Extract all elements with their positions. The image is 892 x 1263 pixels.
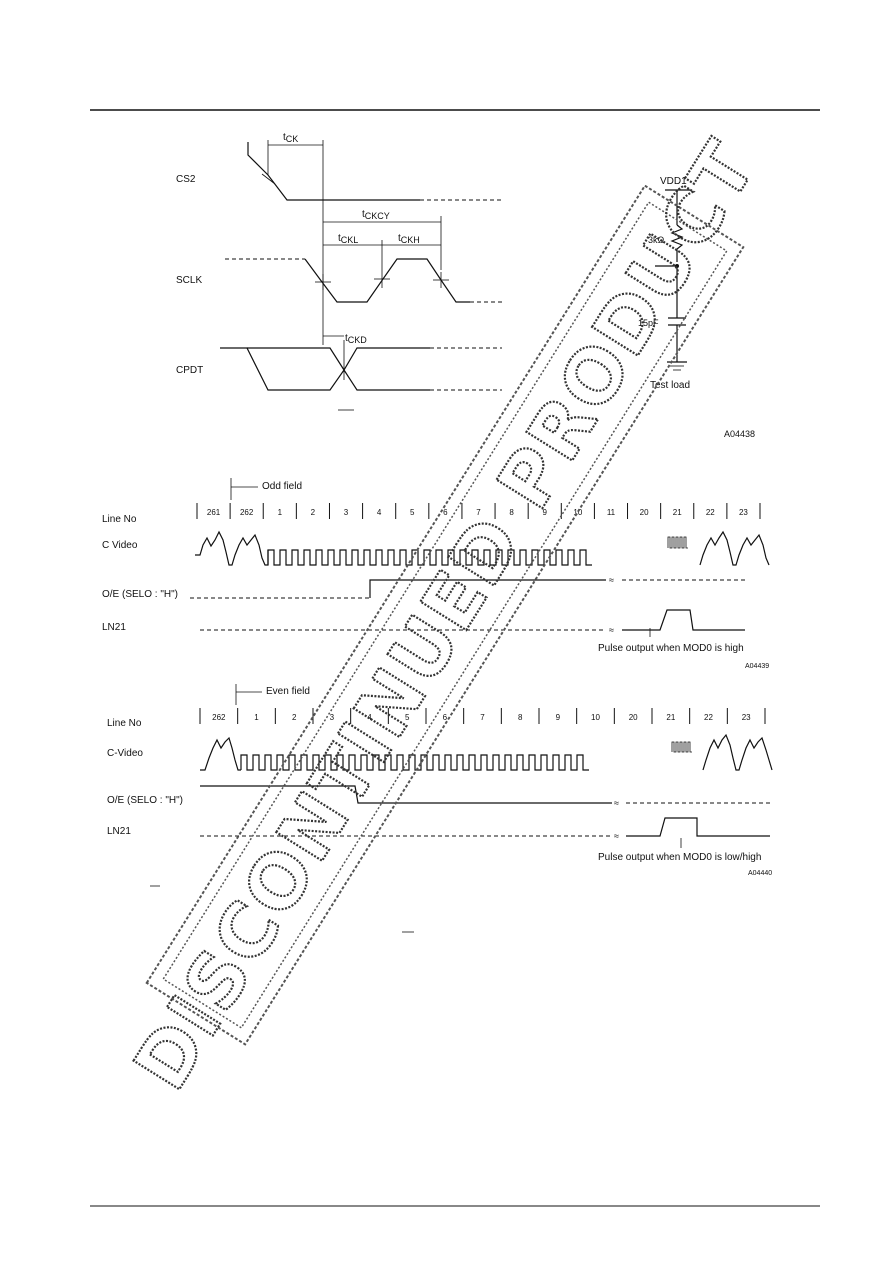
odd-line-number: 10 [573, 508, 582, 517]
even-line-number: 5 [405, 713, 410, 722]
odd-figure-id: A04439 [745, 663, 769, 670]
odd-line-number: 7 [476, 508, 481, 517]
resistor-label: 3kΩ [648, 235, 665, 245]
odd-line-number: 261 [207, 508, 221, 517]
vdd1-label: VDD1 [660, 176, 687, 187]
odd-line-number: 2 [311, 508, 316, 517]
even-line-number: 10 [591, 713, 600, 722]
odd-field-label: Odd field [262, 481, 302, 492]
t-ckh-label: tCKH [398, 233, 420, 245]
odd-line-number: 8 [509, 508, 514, 517]
even-line-number: 8 [518, 713, 523, 722]
even-line-number: 6 [443, 713, 448, 722]
odd-ln21-waveform [622, 609, 745, 631]
odd-line-number: 22 [706, 508, 715, 517]
timing-figure-id: A04438 [724, 429, 755, 439]
watermark-text: DISCONTINUED PRODUCT [118, 126, 774, 1104]
even-line-number: 2 [292, 713, 297, 722]
t-ckl-label: tCKL [338, 233, 358, 245]
even-field-diagram: Even field Line No C-Video O/E (SELO : "… [107, 684, 773, 933]
odd-ln21-label: LN21 [102, 622, 126, 633]
cs2-waveform [247, 142, 420, 201]
t-ck-label: tCK [283, 132, 298, 144]
even-line-number: 22 [704, 713, 713, 722]
sclk-label: SCLK [176, 275, 202, 286]
even-ln21-waveform [626, 817, 770, 837]
even-line-number: 21 [666, 713, 675, 722]
odd-line-number: 3 [344, 508, 349, 517]
even-line-number: 7 [480, 713, 485, 722]
odd-line-number: 5 [410, 508, 415, 517]
even-line-no-label: Line No [107, 718, 142, 729]
test-load-caption: Test load [650, 380, 690, 391]
even-oe-label: O/E (SELO : "H") [107, 795, 183, 806]
t-ckcy-label: tCKCY [362, 209, 390, 221]
odd-field-diagram: Odd field Line No C Video O/E (SELO : "H… [102, 478, 770, 670]
even-field-label: Even field [266, 686, 310, 697]
odd-line-number: 20 [640, 508, 649, 517]
even-line-number: 262 [212, 713, 226, 722]
cpdt-label: CPDT [176, 365, 203, 376]
test-load-circuit: VDD1 3kΩ 15pF Test load [638, 176, 690, 391]
sclk-waveform [304, 258, 470, 303]
t-ckd-label: tCKD [345, 333, 367, 345]
even-line-number: 20 [629, 713, 638, 722]
resistor-symbol [670, 224, 684, 262]
odd-oe-label: O/E (SELO : "H") [102, 589, 178, 600]
even-cvideo-label: C-Video [107, 748, 143, 759]
odd-line-number: 11 [607, 508, 616, 517]
odd-line-number: 23 [739, 508, 748, 517]
odd-line-number: 9 [543, 508, 548, 517]
even-line-number: 3 [330, 713, 335, 722]
even-line-number: 1 [254, 713, 259, 722]
odd-line-number: 1 [278, 508, 283, 517]
svg-text:≈: ≈ [609, 625, 614, 635]
odd-line-no-label: Line No [102, 514, 137, 525]
cs2-label: CS2 [176, 174, 196, 185]
svg-text:≈: ≈ [609, 575, 614, 585]
odd-line-number: 4 [377, 508, 382, 517]
even-line-number: 23 [742, 713, 751, 722]
even-line-number: 9 [556, 713, 561, 722]
odd-line-number: 6 [443, 508, 448, 517]
svg-text:≈: ≈ [614, 798, 619, 808]
capacitor-label: 15pF [638, 318, 659, 328]
odd-oe-waveform [369, 579, 606, 598]
serial-timing-diagram: CS2 SCLK CPDT tCK tCKCY tCKL tCKH [176, 132, 755, 439]
odd-cvideo-label: C Video [102, 540, 138, 551]
odd-cvideo-waveform [195, 530, 269, 566]
odd-line-number: 21 [673, 508, 682, 517]
odd-pulse-note: Pulse output when MOD0 is high [598, 643, 744, 654]
even-pulse-note: Pulse output when MOD0 is low/high [598, 852, 761, 863]
odd-line-number: 262 [240, 508, 254, 517]
even-line-number: 4 [367, 713, 372, 722]
even-figure-id: A04440 [748, 870, 772, 877]
even-oe-waveform [200, 785, 612, 804]
svg-text:≈: ≈ [614, 831, 619, 841]
even-ln21-label: LN21 [107, 826, 131, 837]
even-cvideo-waveform [200, 736, 241, 771]
cpdt-waveform [220, 347, 430, 391]
discontinued-stamp: DISCONTINUED PRODUCT [117, 125, 775, 1105]
